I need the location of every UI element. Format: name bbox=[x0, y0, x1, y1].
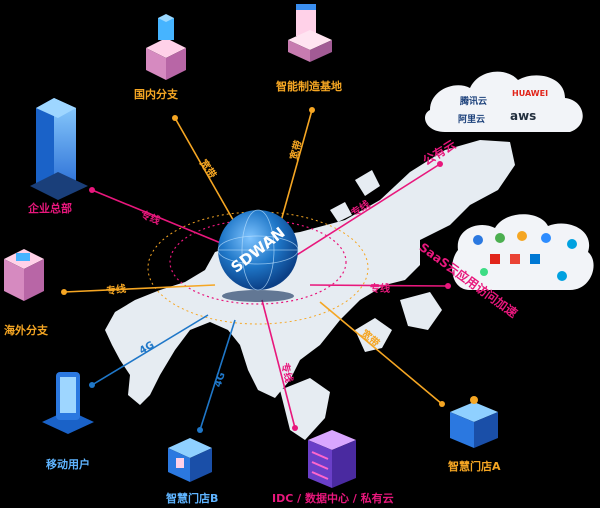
link-saas bbox=[309, 284, 449, 287]
link-label-broadband: 宽带 bbox=[197, 156, 220, 181]
saas-app-icon bbox=[490, 254, 500, 264]
saas-app-icon bbox=[473, 235, 483, 245]
link-mobile bbox=[91, 314, 209, 386]
saas-app-icon bbox=[567, 239, 577, 249]
mobile-user-icon bbox=[42, 372, 94, 434]
link-label-dedicated: 专线 bbox=[139, 208, 162, 228]
mobile-user-label: 移动用户 bbox=[46, 458, 90, 471]
overseas-branch-label: 海外分支 bbox=[4, 324, 48, 337]
cloud-vendor-aliyun: 阿里云 bbox=[458, 114, 485, 125]
link-endpoints bbox=[61, 107, 451, 433]
smart-store-a-icon bbox=[450, 396, 498, 448]
link-label-dedicated: 专线 bbox=[105, 282, 127, 298]
idc-server-icon bbox=[308, 430, 356, 488]
cloud-vendor-aws: aws bbox=[510, 109, 536, 123]
world-map bbox=[105, 140, 515, 440]
saas-app-icon bbox=[557, 271, 567, 281]
saas-app-icon bbox=[541, 233, 551, 243]
smart-store-a-label: 智慧门店A bbox=[448, 460, 501, 473]
link-label-saas: 专线 bbox=[370, 282, 390, 295]
saas-app-icon bbox=[530, 254, 540, 264]
saas-app-icon bbox=[510, 254, 520, 264]
smart-factory-icon bbox=[288, 4, 332, 62]
domestic-branch-label: 国内分支 bbox=[134, 88, 178, 101]
cloud-vendor-tencent: 腾讯云 bbox=[459, 95, 487, 107]
enterprise-hq-label: 企业总部 bbox=[28, 202, 72, 215]
overseas-branch-icon bbox=[4, 249, 44, 301]
link-overseas bbox=[63, 284, 216, 293]
smart-store-b-icon bbox=[168, 438, 212, 482]
smart-factory-label: 智能制造基地 bbox=[276, 80, 342, 93]
domestic-branch-icon bbox=[146, 14, 186, 80]
saas-app-icon bbox=[495, 233, 505, 243]
link-idc bbox=[261, 299, 296, 429]
link-factory bbox=[277, 109, 313, 233]
cloud-vendor-huawei: HUAWEI bbox=[512, 89, 548, 98]
enterprise-hq-icon bbox=[30, 98, 88, 200]
sdwan-globe: SDWAN bbox=[217, 209, 299, 302]
public-cloud: HUAWEI 腾讯云 aws 阿里云 bbox=[425, 71, 583, 132]
connection-lines bbox=[63, 109, 449, 431]
link-label-4g-b: 4G bbox=[213, 371, 228, 389]
idc-label: IDC / 数据中心 / 私有云 bbox=[272, 492, 394, 505]
saas-cloud bbox=[452, 214, 594, 290]
smart-store-b-label: 智慧门店B bbox=[166, 492, 219, 505]
saas-app-icon bbox=[480, 268, 488, 276]
link-store-a bbox=[319, 301, 443, 405]
link-label-broadband: 宽带 bbox=[287, 139, 305, 163]
link-cloud bbox=[291, 163, 441, 259]
link-hq bbox=[91, 189, 229, 247]
saas-app-icon bbox=[517, 231, 527, 241]
link-domestic bbox=[174, 117, 241, 233]
link-store-b bbox=[199, 319, 236, 431]
